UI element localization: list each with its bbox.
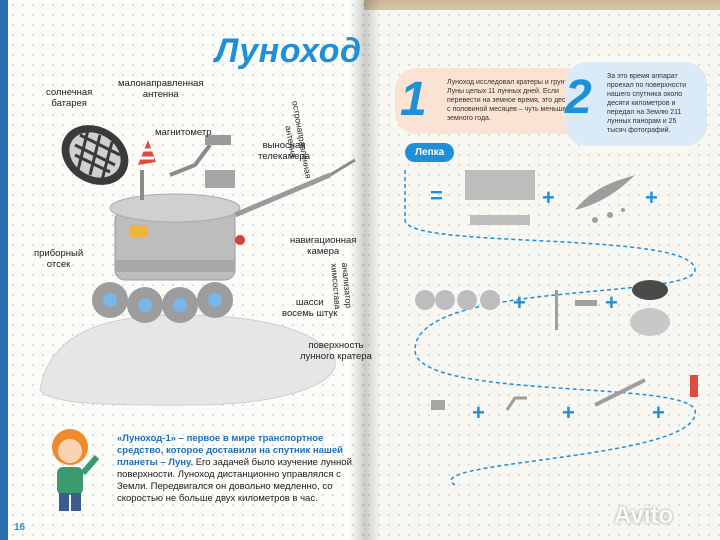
plus-sign: + — [542, 185, 555, 210]
crater-surface — [39, 314, 336, 406]
label-solar-battery: солнечная батарея — [46, 87, 93, 109]
lunokhod-illustration — [39, 125, 356, 406]
antenna-striped — [138, 140, 156, 165]
section-label-lepka: Лепка — [405, 143, 455, 162]
fact-2-number: 2 — [565, 71, 592, 124]
equals-sign: = — [430, 183, 443, 208]
callout-text: «Луноход-1» – первое в мире транспортное… — [117, 433, 355, 505]
label-telecamera: выносная телекамера — [258, 140, 311, 162]
plus-sign: + — [472, 400, 485, 425]
label-instrument-bay: приборный отсек — [34, 248, 84, 270]
page-number: 16 — [14, 522, 26, 533]
fact-1-number: 1 — [400, 73, 427, 126]
avito-watermark: Avito — [614, 502, 674, 529]
page-title: Луноход — [215, 32, 362, 70]
plus-sign: + — [562, 400, 575, 425]
craft-steps — [404, 170, 698, 486]
fact-2-bubble: За это время аппарат проехал по поверхно… — [565, 62, 707, 146]
chassis-wheels — [92, 282, 233, 323]
fact-2-text: За это время аппарат проехал по поверхно… — [607, 73, 687, 134]
callout-highlight: «Луноход-1» – первое в мире транспортное… — [117, 433, 343, 468]
label-antenna: малонаправленная антенна — [118, 78, 204, 100]
plus-sign: + — [605, 290, 618, 315]
plus-sign: + — [645, 185, 658, 210]
plus-sign: + — [652, 400, 665, 425]
label-chassis: шасси восемь штук — [282, 297, 338, 319]
solar-battery — [61, 125, 129, 185]
label-nav-camera: навигационная камера — [290, 235, 357, 257]
fact-1-bubble: Луноход исследовал кратеры и грунт Луны … — [395, 68, 587, 134]
callout-body: Его задачей было изучение лунной поверхн… — [117, 457, 352, 504]
label-crater-surface: поверхность лунного кратера — [300, 340, 372, 362]
boy-illustration — [52, 429, 100, 511]
fact-1-text: Луноход исследовал кратеры и грунт Луны … — [447, 79, 577, 122]
plus-sign: + — [513, 290, 526, 315]
book-spine — [350, 0, 380, 540]
label-magnetometer: магнитометр — [155, 127, 212, 138]
